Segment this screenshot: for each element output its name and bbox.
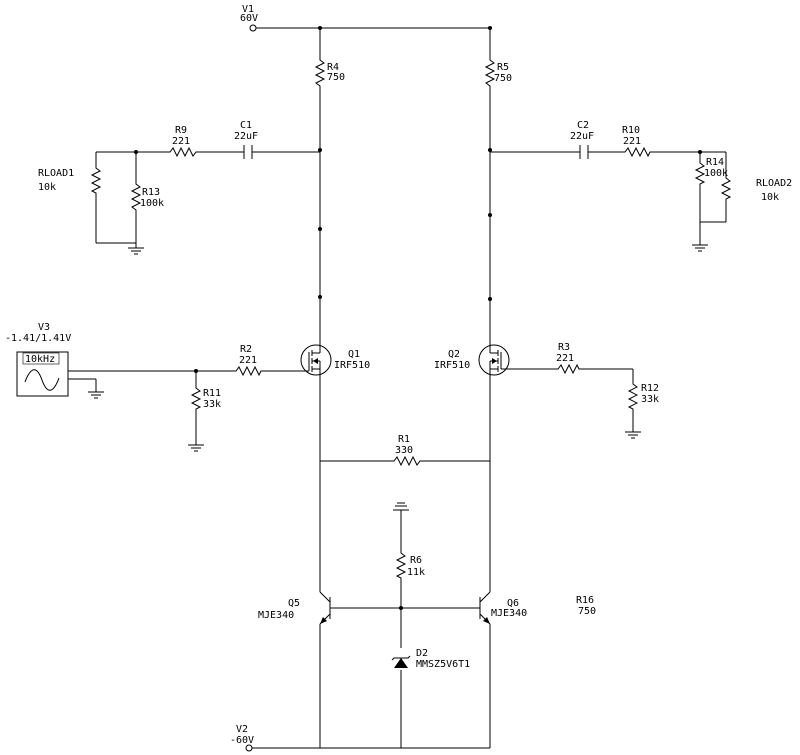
v3-ref: V3 — [38, 322, 50, 333]
resistor-r2: R2 221 — [232, 344, 262, 377]
r11-ref: R11 — [203, 388, 221, 399]
q5-part: MJE340 — [258, 610, 294, 621]
bjt-q6: Q6 MJE340 — [479, 591, 527, 625]
r6-ref: R6 — [410, 555, 422, 566]
bjt-q5: Q5 MJE340 — [258, 591, 331, 625]
ground-icon — [128, 247, 144, 255]
supply-v2: V2 -60V — [230, 724, 254, 752]
resistor-r6: R6 11k — [395, 550, 425, 580]
ground-icon — [88, 391, 104, 399]
d2-ref: D2 — [416, 648, 428, 659]
r3-value: 221 — [556, 353, 574, 364]
r13-ref: R13 — [142, 187, 160, 198]
r9-ref: R9 — [175, 125, 187, 136]
signal-source-v3: 10kHz V3 -1.41/1.41V — [5, 322, 71, 397]
resistor-r3: R3 221 — [556, 342, 580, 375]
resistor-r12: R12 33k — [627, 380, 659, 410]
c2-value: 22uF — [570, 131, 594, 142]
wires — [68, 27, 727, 749]
resistor-r16-label: R16 750 — [576, 595, 596, 617]
resistor-r5: R5 750 — [484, 55, 512, 90]
r9-value: 221 — [172, 136, 190, 147]
ground-icon — [188, 444, 204, 452]
q5-ref: Q5 — [288, 598, 300, 609]
resistor-r11: R11 33k — [190, 385, 221, 410]
rload2-ref: RLOAD2 — [756, 178, 792, 189]
resistor-r10: R10 221 — [620, 125, 652, 158]
resistor-r1: R1 330 — [382, 434, 428, 467]
sine-wave-icon — [24, 369, 60, 391]
q2-ref: Q2 — [448, 349, 460, 360]
resistor-rload2: RLOAD2 10k — [720, 175, 792, 203]
q1-part: IRF510 — [334, 360, 370, 371]
mosfet-q2: Q2 IRF510 — [434, 344, 510, 376]
r2-value: 221 — [239, 355, 257, 366]
q6-ref: Q6 — [507, 598, 519, 609]
r1-ref: R1 — [398, 434, 410, 445]
r5-ref: R5 — [497, 62, 509, 73]
v3-frequency: 10kHz — [25, 354, 55, 365]
q1-ref: Q1 — [348, 349, 360, 360]
r12-value: 33k — [641, 394, 659, 405]
rload1-value: 10k — [38, 182, 56, 193]
c1-value: 22uF — [234, 131, 258, 142]
ground-icon — [393, 502, 409, 511]
ground-icons — [88, 244, 708, 511]
r12-ref: R12 — [641, 383, 659, 394]
c2-ref: C2 — [577, 120, 589, 131]
r2-ref: R2 — [240, 344, 252, 355]
resistor-r13: R13 100k — [130, 180, 164, 212]
r1-value: 330 — [395, 445, 413, 456]
r3-ref: R3 — [558, 342, 570, 353]
r16-value: 750 — [578, 606, 596, 617]
r16-ref: R16 — [576, 595, 594, 606]
r13-value: 100k — [140, 198, 164, 209]
resistor-r14: R14 100k — [694, 157, 728, 185]
resistor-r9: R9 221 — [165, 125, 200, 158]
zener-diode-d2: D2 MMSZ5V6T1 — [391, 648, 470, 670]
supply-v1: V1 60V — [240, 4, 258, 32]
junction-dots — [134, 26, 702, 610]
resistor-rload1: RLOAD1 10k — [38, 165, 102, 195]
v1-ref: V1 — [242, 4, 254, 15]
c1-ref: C1 — [240, 120, 252, 131]
v1-value: 60V — [240, 13, 258, 24]
r10-value: 221 — [623, 136, 641, 147]
r4-ref: R4 — [327, 62, 339, 73]
q2-part: IRF510 — [434, 360, 470, 371]
d2-part: MMSZ5V6T1 — [416, 659, 470, 670]
v2-ref: V2 — [236, 724, 248, 735]
v3-amplitude: -1.41/1.41V — [5, 333, 71, 344]
r5-value: 750 — [494, 73, 512, 84]
capacitor-c1: C1 22uF — [234, 120, 258, 159]
v2-value: -60V — [230, 735, 254, 746]
rload1-ref: RLOAD1 — [38, 168, 74, 179]
rload2-value: 10k — [761, 192, 779, 203]
mosfet-q1: Q1 IRF510 — [300, 344, 370, 376]
ground-icon — [692, 244, 708, 252]
r11-value: 33k — [203, 399, 221, 410]
r14-ref: R14 — [706, 157, 724, 168]
q6-part: MJE340 — [491, 608, 527, 619]
r4-value: 750 — [327, 72, 345, 83]
capacitor-c2: C2 22uF — [570, 120, 594, 159]
r14-value: 100k — [704, 168, 728, 179]
resistor-r4: R4 750 — [314, 55, 345, 90]
r6-value: 11k — [407, 567, 425, 578]
ground-icon — [625, 431, 641, 439]
r10-ref: R10 — [622, 125, 640, 136]
